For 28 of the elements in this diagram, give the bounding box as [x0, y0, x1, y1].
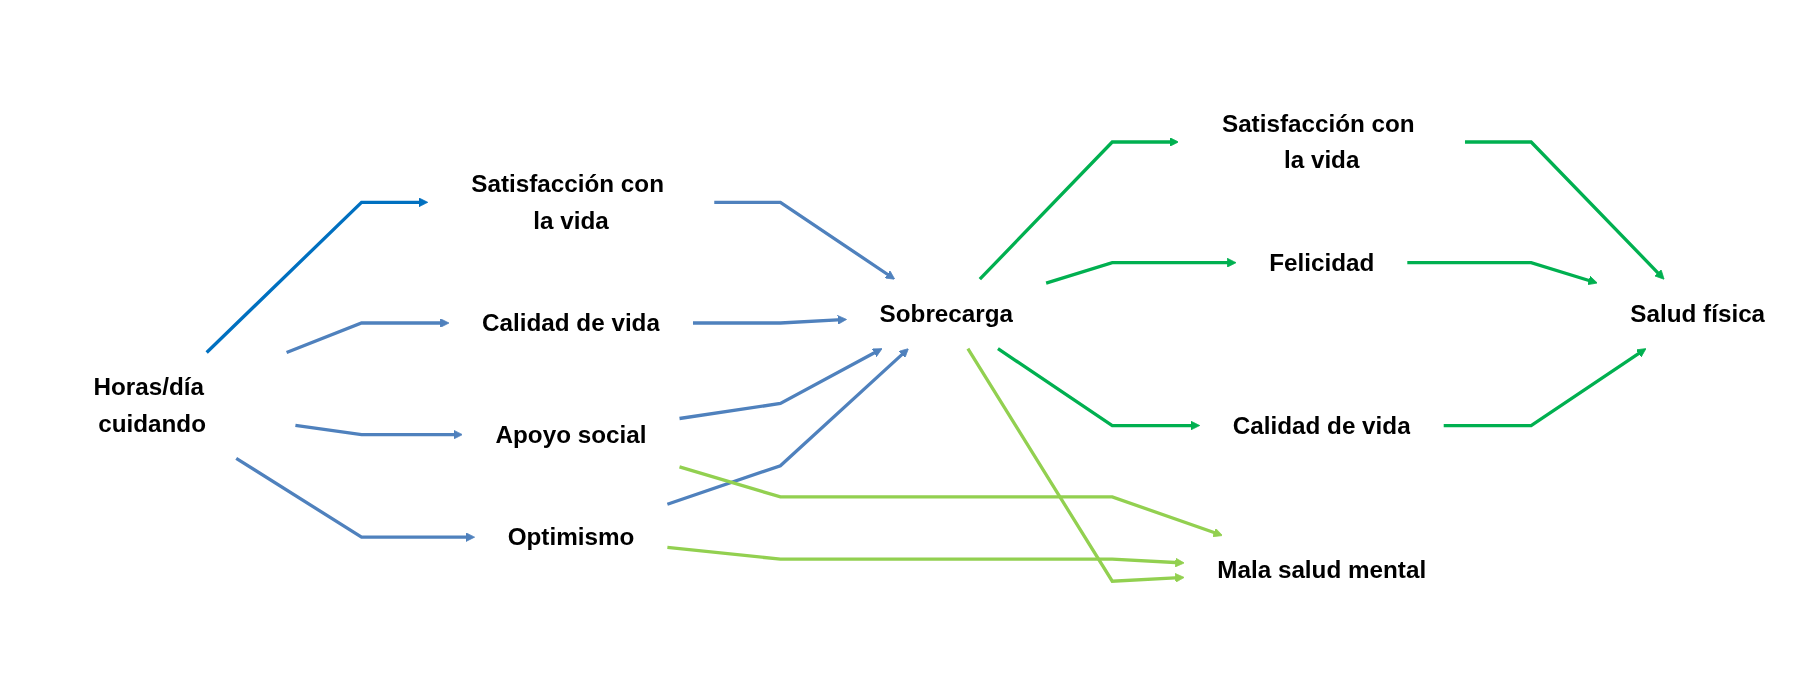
arrow [978, 137, 1179, 281]
node-text: Apoyo social [495, 420, 647, 449]
node-text: Horas/día cuidando [93, 373, 206, 438]
arrow [295, 423, 463, 440]
arrow [966, 347, 1185, 583]
arrow [1045, 257, 1237, 285]
arrow [666, 348, 909, 506]
arrow [679, 465, 1223, 538]
node-text: Felicidad [1269, 248, 1375, 277]
node-text: Satisfacción con la vida [1221, 110, 1415, 174]
arrow [714, 200, 896, 280]
arrow [1465, 140, 1665, 280]
arrow [1443, 348, 1647, 428]
arrow [286, 318, 450, 355]
node-text: Mala salud mental [1217, 556, 1427, 584]
arrow [679, 348, 883, 421]
arrow [667, 545, 1185, 568]
arrow [1407, 261, 1598, 286]
arrow [997, 347, 1201, 431]
arrow [693, 315, 847, 325]
node-text: Calidad de vida [482, 309, 660, 337]
node-text: Salud física [1630, 300, 1766, 328]
node-text: Satisfacción con la vida [471, 170, 664, 235]
node-text: Optimismo [507, 523, 635, 551]
node-text: Calidad de vida [1232, 411, 1411, 440]
arrow [205, 197, 429, 354]
arrow [235, 456, 475, 542]
node-text: Sobrecarga [879, 300, 1014, 328]
